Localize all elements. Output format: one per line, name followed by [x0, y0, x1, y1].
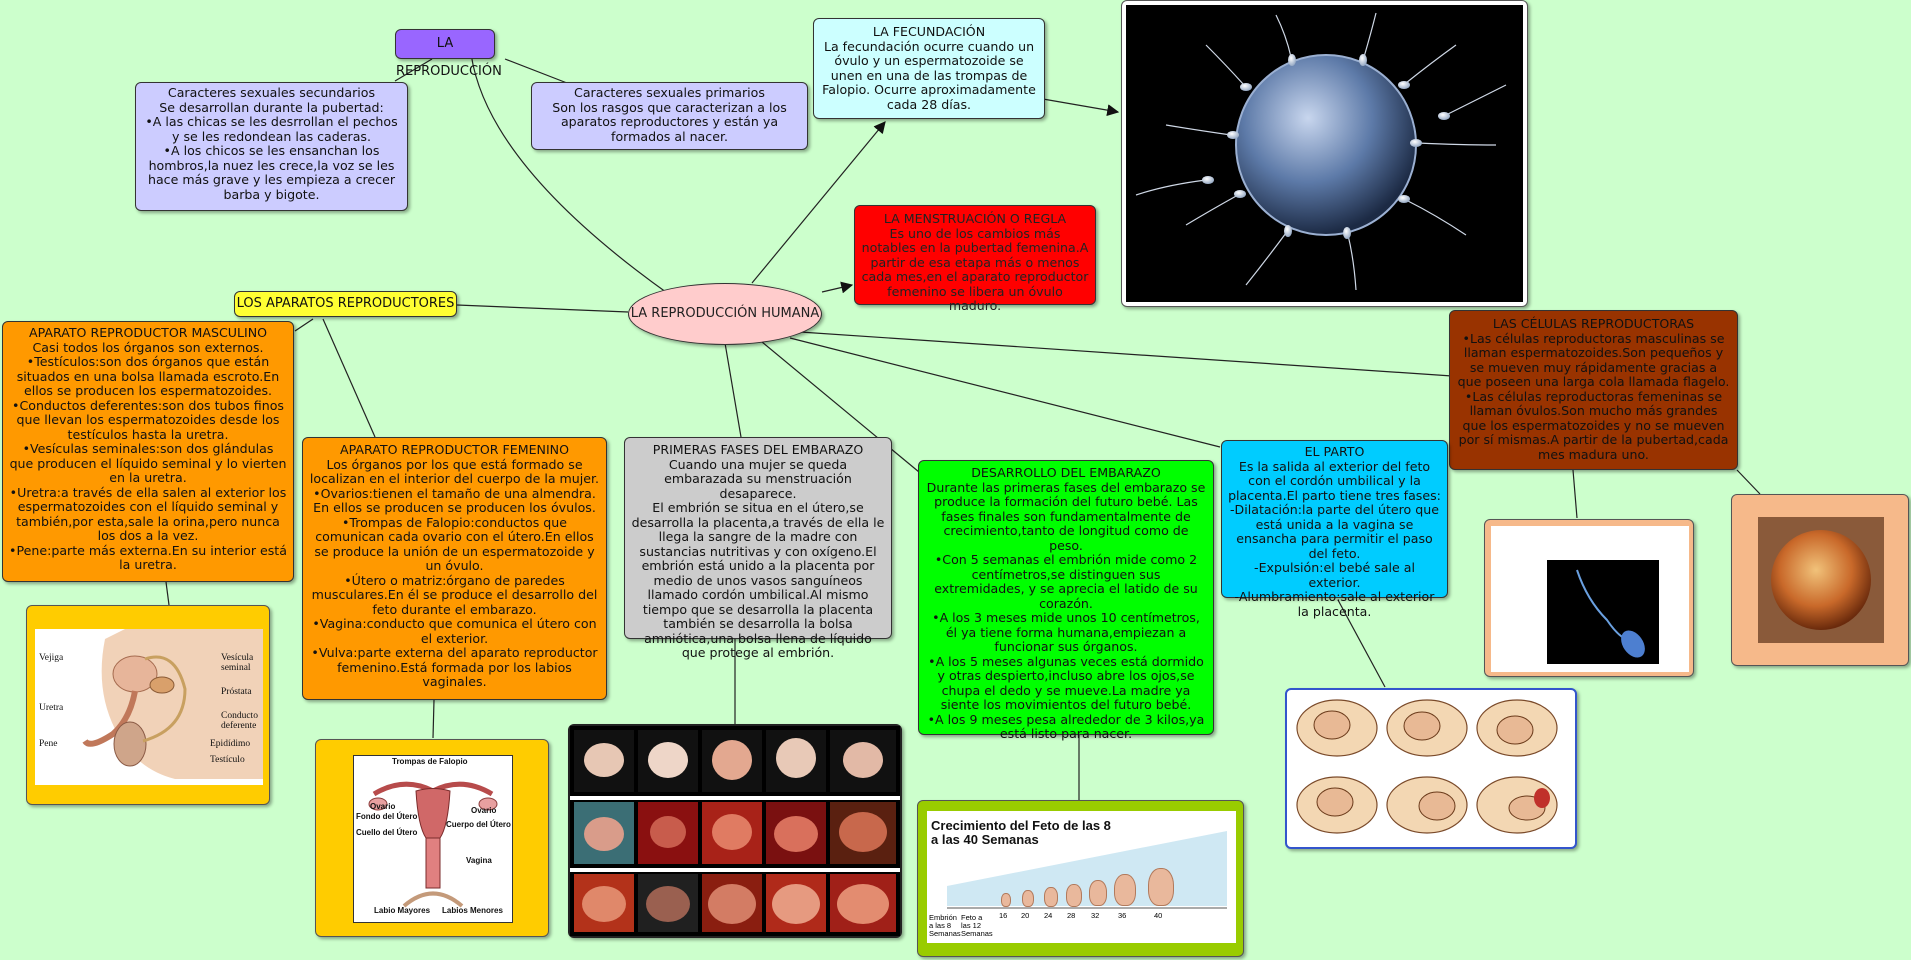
label-labios-menores: Labios Menores [442, 906, 503, 915]
aparatos-node[interactable]: LOS APARATOS REPRODUCTORES [234, 291, 457, 317]
central-topic-label: LA REPRODUCCIÓN HUMANA [630, 306, 820, 321]
desarrollo-node[interactable]: DESARROLLO DEL EMBARAZO Durante las prim… [918, 460, 1214, 741]
ovum-sperm-image [1126, 5, 1523, 302]
fetal-growth-title: Crecimiento del Feto de las 8 a las 40 S… [931, 818, 1111, 847]
female-anatomy-image-frame: Trompas de Falopio Ovario Fondo del Úter… [315, 739, 549, 937]
femenino-node[interactable]: APARATO REPRODUCTOR FEMENINO Los órganos… [302, 437, 607, 700]
primary-characteristics-node[interactable]: Caracteres sexuales primarios Son los ra… [531, 82, 808, 150]
fecundacion-node[interactable]: LA FECUNDACIÓN La fecundación ocurre cua… [813, 18, 1045, 119]
reproduccion-label: LA REPRODUCCIÓN [396, 36, 502, 79]
node-title: PRIMERAS FASES DEL EMBARAZO [652, 442, 864, 457]
label-labio-mayores: Labio Mayores [374, 906, 431, 915]
male-anatomy-image: Vejiga Vesícula seminal Próstata Uretra … [35, 629, 264, 785]
fetus-figure [1022, 890, 1034, 907]
parto-node[interactable]: EL PARTO Es la salida al exterior del fe… [1221, 440, 1448, 618]
node-body: Casi todos los órganos son externos. •Te… [9, 339, 287, 572]
celulas-node[interactable]: LAS CÉLULAS REPRODUCTORAS •Las células r… [1449, 310, 1738, 470]
node-body: Durante las primeras fases del embarazo … [926, 479, 1206, 741]
label-prostata: Próstata [221, 687, 252, 697]
node-title: EL PARTO [1304, 444, 1365, 459]
embryo-photos-grid [568, 724, 902, 938]
ovule-image-frame [1731, 494, 1909, 666]
week-label: 20 [1021, 911, 1030, 920]
reproduccion-node[interactable]: LA REPRODUCCIÓN [395, 29, 502, 79]
fetus-figure [1114, 874, 1136, 906]
week-label: 32 [1091, 911, 1100, 920]
fetal-growth-image: Crecimiento del Feto de las 8 a las 40 S… [927, 811, 1236, 943]
node-title: LA FECUNDACIÓN [872, 24, 986, 39]
label-vesicula: Vesícula seminal [221, 653, 254, 673]
node-title: Caracteres sexuales secundarios [167, 85, 376, 100]
fetus-figure [1066, 883, 1082, 907]
aparatos-label: LOS APARATOS REPRODUCTORES [236, 296, 455, 311]
sperm-image-bg [1491, 526, 1689, 672]
label-ovario-left: Ovario [370, 802, 396, 811]
sperm-image-frame [1484, 519, 1694, 677]
node-title: LA MENSTRUACIÓN O REGLA [883, 211, 1067, 226]
ovule-image [1758, 517, 1884, 643]
week-label: 40 [1154, 911, 1163, 920]
week-label: 28 [1067, 911, 1076, 920]
node-title: DESARROLLO DEL EMBARAZO [971, 465, 1161, 480]
central-topic-node[interactable]: LA REPRODUCCIÓN HUMANA [628, 283, 822, 345]
label-testiculo: Testículo [210, 755, 245, 765]
fetus-figure [1089, 880, 1107, 907]
week-label: 24 [1044, 911, 1053, 920]
secondary-characteristics-node[interactable]: Caracteres sexuales secundarios Se desar… [135, 82, 408, 211]
label-conducto: Conducto deferente [221, 711, 258, 731]
node-body: Se desarrollan durante la pubertad: •A l… [145, 99, 398, 202]
node-body: Los órganos por los que está formado se … [309, 456, 600, 689]
fetus-figure [1148, 867, 1174, 906]
ovum-sperm-photo [1121, 0, 1528, 307]
label-embrion: Embrión a las 8 Semanas [929, 913, 961, 938]
masculino-node[interactable]: APARATO REPRODUCTOR MASCULINO Casi todos… [2, 321, 294, 582]
label-vagina: Vagina [466, 856, 492, 865]
label-pene: Pene [39, 739, 58, 749]
fetus-figure [1044, 886, 1058, 907]
node-title: Caracteres sexuales primarios [574, 85, 765, 100]
node-body: Son los rasgos que caracterizan a los ap… [552, 99, 787, 144]
birth-positions-image [1296, 699, 1558, 834]
week-label: 36 [1118, 911, 1127, 920]
label-fondo: Fondo del Útero [356, 812, 418, 821]
birth-positions-image-frame [1285, 688, 1577, 849]
female-anatomy-image: Trompas de Falopio Ovario Fondo del Úter… [353, 755, 513, 923]
label-trompas: Trompas de Falopio [392, 757, 468, 766]
node-body: Es la salida al exterior del feto con el… [1228, 458, 1441, 619]
label-cuello: Cuello del Útero [356, 828, 418, 837]
node-body: La fecundación ocurre cuando un óvulo y … [822, 38, 1036, 112]
label-uretra: Uretra [39, 703, 64, 713]
male-anatomy-image-frame: Vejiga Vesícula seminal Próstata Uretra … [26, 605, 270, 805]
embryo-photos-image [570, 726, 900, 936]
menstruacion-node[interactable]: LA MENSTRUACIÓN O REGLA Es uno de los ca… [854, 205, 1096, 313]
node-title: APARATO REPRODUCTOR MASCULINO [28, 325, 268, 340]
node-body: Cuando una mujer se queda embarazada su … [631, 456, 885, 660]
week-label: 16 [999, 911, 1008, 920]
node-body: •Las células reproductoras masculinas se… [1457, 330, 1730, 462]
node-title: APARATO REPRODUCTOR FEMENINO [339, 442, 570, 457]
node-title: LAS CÉLULAS REPRODUCTORAS [1492, 316, 1695, 331]
primeras-fases-node[interactable]: PRIMERAS FASES DEL EMBARAZO Cuando una m… [624, 437, 892, 660]
label-feto12: Feto a las 12 Semanas [961, 913, 993, 938]
label-cuerpo: Cuerpo del Útero [446, 820, 511, 829]
sperm-image [1547, 560, 1659, 664]
node-body: Es uno de los cambios más notables en la… [861, 225, 1089, 313]
label-epididimo: Epidídimo [210, 739, 251, 749]
fetus-figure [1001, 893, 1011, 908]
fetal-growth-image-frame: Crecimiento del Feto de las 8 a las 40 S… [917, 800, 1244, 957]
label-ovario-right: Ovario [471, 806, 497, 815]
label-vejiga: Vejiga [39, 653, 64, 663]
